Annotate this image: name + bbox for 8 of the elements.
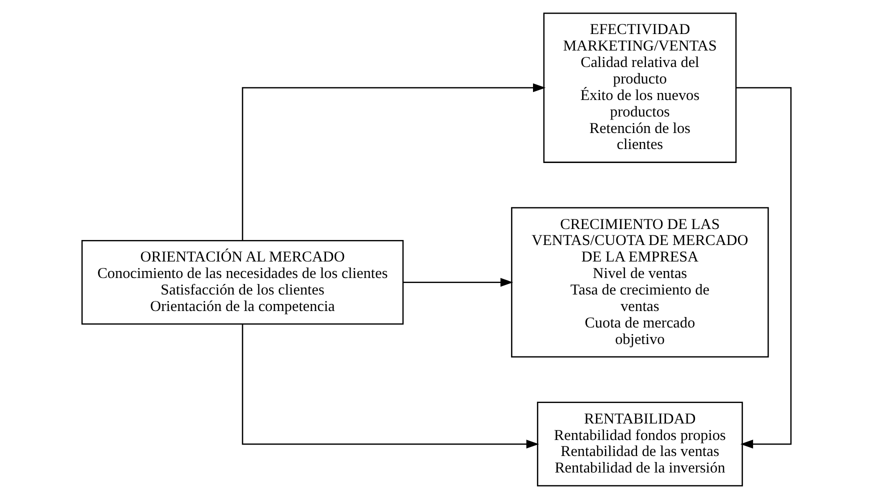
node-box: EFECTIVIDAD MARKETING/VENTAS Calidad relativa del producto Éxito de los nuevos productos Retención de los clientes bbox=[542, 12, 736, 163]
node-box: RENTABILIDAD Rentabilidad fondos propios Rentabilidad de las ventas Rentabilidad de la inversión bbox=[536, 402, 742, 486]
arrow bbox=[241, 83, 546, 241]
arrow bbox=[736, 87, 792, 449]
node-box: ORIENTACIÓN AL MERCADO Conocimiento de las necesidades de los clientes Satisfacción de los clientes Orientación de la competencia bbox=[80, 240, 404, 325]
node-box: CRECIMIENTO DE LAS VENTAS/CUOTA DE MERCADO DE LA EMPRESA Nivel de ventas Tasa de crecimiento de ventas Cuota de mercado objetivo bbox=[510, 207, 768, 358]
arrow bbox=[241, 324, 538, 449]
arrow bbox=[402, 278, 513, 287]
